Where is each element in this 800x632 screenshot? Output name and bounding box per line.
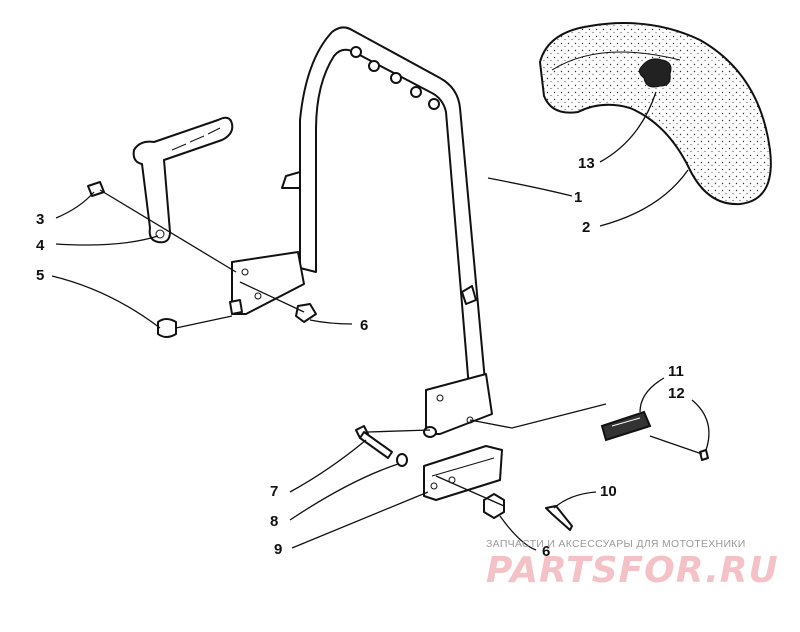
grab-handle-part: [87, 116, 234, 244]
callout-7: 7: [270, 483, 278, 500]
callout-5: 5: [36, 267, 44, 284]
small-hardware-lower: [355, 425, 573, 531]
callout-6-upper: 6: [360, 317, 368, 334]
watermark-tagline: ЗАПЧАСТИ И АКСЕССУАРЫ ДЛЯ МОТОТЕХНИКИ: [486, 538, 746, 550]
leader-lines: [51, 91, 710, 551]
callout-13: 13: [578, 155, 595, 172]
backrest-pad-part: [538, 22, 772, 206]
callout-1: 1: [574, 189, 582, 206]
reflector-part: [600, 410, 709, 461]
callout-4: 4: [36, 237, 45, 254]
callout-9: 9: [274, 541, 282, 558]
callout-10: 10: [600, 483, 617, 500]
callout-12: 12: [668, 385, 685, 402]
callout-3: 3: [36, 211, 44, 228]
callout-2: 2: [582, 219, 590, 236]
callout-11: 11: [668, 363, 684, 380]
backrest-frame-part: [231, 26, 493, 438]
small-hardware-upper: [157, 299, 317, 338]
assembly-lines: [99, 189, 703, 507]
callout-6-lower: 6: [542, 543, 550, 560]
callout-numbers: 1 2 3 4 5 6 6 7 8 9 10 11 12 13: [36, 155, 685, 560]
watermark-logo: PARTSFOR.RU: [486, 550, 779, 591]
callout-8: 8: [270, 513, 278, 530]
